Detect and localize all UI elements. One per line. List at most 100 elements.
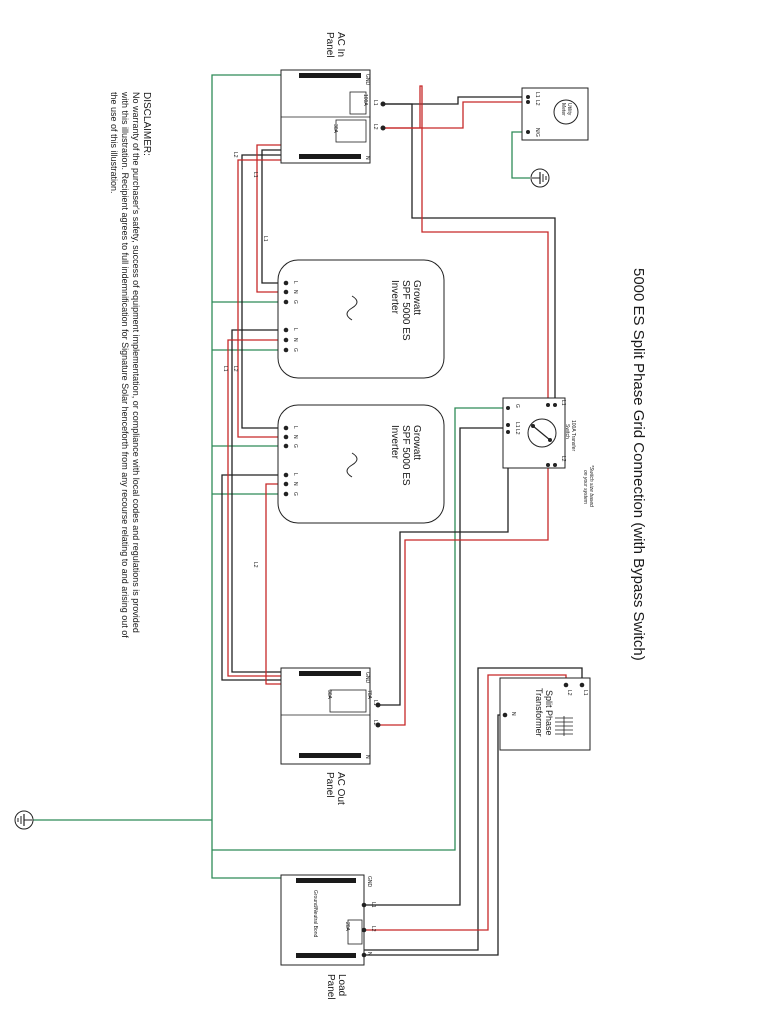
inv1-in-g-terminal [283,299,289,305]
ground-main-trunk [211,74,308,879]
load-gnd-label: GND [366,876,372,888]
ac-in-main-breaker [349,91,367,115]
load-l2-label: L2 [370,926,376,932]
transfer-switch-note-2: on your system [582,470,588,504]
disclaimer-line-2: with this illustration. Recipient agrees… [120,91,130,638]
wire-label-l1: L1 [262,236,268,242]
inv2-n-label: N [292,435,298,439]
disclaimer-line-1: No warranty of the purchaser's safety, s… [131,92,141,633]
disclaimer-line-3: the use of this illustration. [109,92,119,194]
load-breaker [347,919,363,945]
switch-blade-icon [532,425,551,441]
inv1-in-n-terminal [283,289,289,295]
transfer-g-label: G [514,404,520,408]
load-neutral-bus [296,953,356,958]
load-ground-bus [296,878,356,883]
transformer-l1-terminal [579,682,585,688]
inverter-1-name-3: Inverter [389,280,400,315]
load-l1-terminal [361,902,367,908]
earth-ground-icon-meter [530,168,550,188]
meter-l2-to-acin [383,101,528,129]
inv2-out-l-terminal [283,472,289,478]
inv2-out-n-label: N [292,482,298,486]
ac-out-l2-terminal [375,722,381,728]
inverter-1: Growatt SPF 5000 ES Inverter L N G L N G [277,259,445,379]
transformer-l2-label: L2 [566,690,572,696]
transfer-switch: 100A Transfer Switch *Switch size based … [502,397,594,507]
ac-in-main-breaker-label: 100A [362,94,368,106]
ac-in-gnd-label: GND [364,74,370,86]
transformer-box [499,677,591,751]
ac-out-n-label: N [364,755,370,759]
load-breaker-label: 20A [344,922,350,932]
inv1-out-g-label: G [292,348,298,352]
ac-in-sub-breaker [335,119,367,143]
inv2-out-l-label: L [292,473,298,476]
ac-in-n-label: N [364,156,370,160]
ac-out-title-2: Panel [324,772,335,798]
ac-out-l1-terminal [375,702,381,708]
meter-l1-terminal [526,95,530,99]
ground-meter [511,131,530,179]
transformer-l1-loop [364,667,583,951]
inverter-2-name-3: Inverter [389,425,400,460]
inv1-out-l-label: L [292,328,298,331]
ac-in-panel-box [280,69,371,164]
transfer-to-load-l1 [364,427,508,906]
switch-contact [548,438,552,442]
inverter-2-name-2: SPF 5000 ES [400,425,411,486]
inverter-1-name-1: Growatt [411,280,422,315]
ac-in-title-1: AC In [335,32,346,57]
ac-in-neutral-bus [299,154,361,159]
ac-in-panel: GND N L1 L2 100A 30A AC In Panel [280,32,386,164]
ac-out-panel: GND N L1 L2 70A 30A AC Out Panel [280,667,381,805]
ac-sine-icon [346,295,358,321]
meter-l1-label: L1 [534,92,540,98]
ac-out-breaker-bottom-label: 30A [326,690,332,700]
transfer-l1-in-terminal [553,403,557,407]
page-title: 5000 ES Split Phase Grid Connection (wit… [630,268,647,661]
ac-out-l1-label: L1 [372,700,378,706]
transfer-l2-b-terminal [546,463,550,467]
ac-out-l2-label: L2 [372,720,378,726]
wire-label-l2: L2 [252,562,258,568]
transfer-l1-label: L1 [560,400,566,406]
transformer-coil-icon [555,716,573,736]
inv2-in-n-terminal [283,434,289,440]
transformer-l1-label: L1 [582,690,588,696]
acin-l1-to-transfer [383,103,556,405]
transformer-l2-terminal [563,682,569,688]
transfer-l1-out-terminal [506,423,510,427]
ac-in-sub-breaker-label: 30A [332,124,338,134]
acin-l2-to-transfer [383,85,549,405]
inv2-in-l-terminal [283,425,289,431]
transfer-l2-label: L2 [560,456,566,462]
switch-pivot [531,424,535,428]
meter-l2-label: L2 [534,100,540,106]
wire-label-l2: L2 [232,152,238,158]
inv1-n-label: N [292,290,298,294]
ground-transfer [212,407,508,851]
l1-black-wires [221,96,583,956]
ac-out-ground-bus [299,671,361,676]
load-panel: GND N L1 L2 20A Ground/Neutral Bond Load… [280,874,376,1000]
transfer-switch-name-1: 100A Transfer [570,420,576,451]
meter-n-label: N/G [534,128,540,137]
inverter-2: Growatt SPF 5000 ES Inverter L N G L N G [277,404,445,524]
transformer-to-load-n [364,714,505,956]
ac-in-l1-label: L1 [372,100,378,106]
inv2-out-g-terminal [283,491,289,497]
load-l2-terminal [361,927,367,933]
load-l1-label: L1 [370,902,376,908]
ac-out-main-breaker [329,689,367,713]
inv2-out-g-label: G [292,492,298,496]
load-title-2: Panel [325,974,336,1000]
meter-dial-icon [553,99,579,125]
transfer-g-terminal [506,406,510,410]
inv1-out-n [227,339,330,677]
inv1-out-n-terminal [283,337,289,343]
transfer-switch-name-2: Switch [564,424,570,439]
utility-meter: Utility Meter L1 L2 N/G [521,87,589,141]
inv1-out-g-terminal [283,347,289,353]
